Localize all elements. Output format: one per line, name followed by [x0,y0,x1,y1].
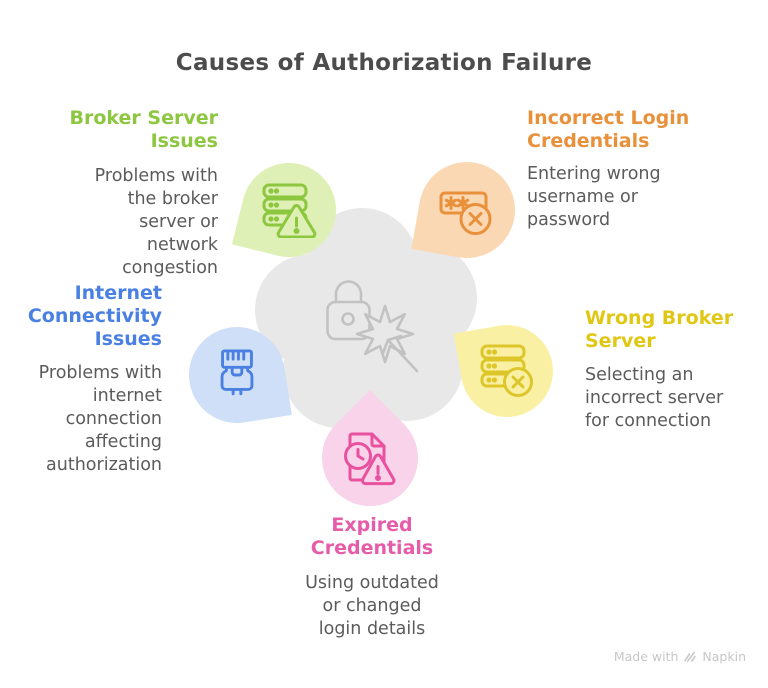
petal-internet-connectivity-issues [182,320,292,430]
text-line: network [146,235,218,255]
text-line: Connectivity [27,305,162,327]
expired-document-icon [344,432,396,486]
text-line: incorrect server [585,388,724,408]
petal-incorrect-login-credentials [411,154,523,266]
text-line: connection [65,409,162,429]
petal-expired-credentials [302,390,438,526]
text-line: authorization [46,455,162,475]
text-line: server or [139,212,218,232]
text-line: login details [318,619,426,639]
lock-click-icon [326,280,419,373]
server-error-icon [480,344,533,397]
text-line: username or [527,187,638,207]
text-line: Wrong Broker [585,307,734,329]
page-title: Causes of Authorization Failure [175,50,593,76]
watermark-brand: Napkin [702,649,746,664]
watermark-text: Made with [613,649,679,664]
desc-wrong-broker-server: Selecting an incorrect server for connec… [585,364,765,433]
password-error-icon [439,191,492,235]
text-line: affecting [84,432,162,452]
desc-expired-credentials: Using outdated or changed login details [272,572,472,641]
desc-incorrect-login-credentials: Entering wrong username or password [527,163,757,232]
text-line: or changed [322,596,422,616]
text-line: congestion [122,258,218,278]
text-line: Issues [94,328,162,350]
text-line: Problems with [94,166,218,186]
text-line: the broker [127,189,218,209]
text-line: Expired [331,514,413,536]
petal-wrong-broker-server [453,317,561,425]
text-line: Incorrect Login [527,107,690,129]
text-line: Credentials [527,130,650,152]
text-line: Credentials [310,537,434,559]
text-line: internet [92,386,162,406]
heading-internet-connectivity-issues: Internet Connectivity Issues [0,282,162,351]
napkin-logo-icon [684,651,697,662]
text-line: for connection [585,411,712,431]
heading-incorrect-login-credentials: Incorrect Login Credentials [527,107,757,153]
server-warning-icon [262,183,317,238]
watermark: Made with Napkin [614,649,746,664]
text-line: Internet [74,282,162,304]
desc-internet-connectivity-issues: Problems with internet connection affect… [0,362,162,477]
desc-broker-server-issues: Problems with the broker server or netwo… [18,165,218,280]
text-line: Problems with [38,363,162,383]
text-line: Broker Server [69,107,218,129]
petal-broker-server-issues [232,153,346,267]
heading-wrong-broker-server: Wrong Broker Server [585,307,765,353]
text-line: Server [585,330,656,352]
text-line: Using outdated [305,573,439,593]
heading-expired-credentials: Expired Credentials [272,514,472,560]
text-line: Entering wrong [527,164,661,184]
text-line: password [527,210,611,230]
text-line: Issues [150,130,218,152]
text-line: Selecting an [585,365,694,385]
ethernet-plug-icon [220,349,254,396]
heading-broker-server-issues: Broker Server Issues [18,107,218,153]
